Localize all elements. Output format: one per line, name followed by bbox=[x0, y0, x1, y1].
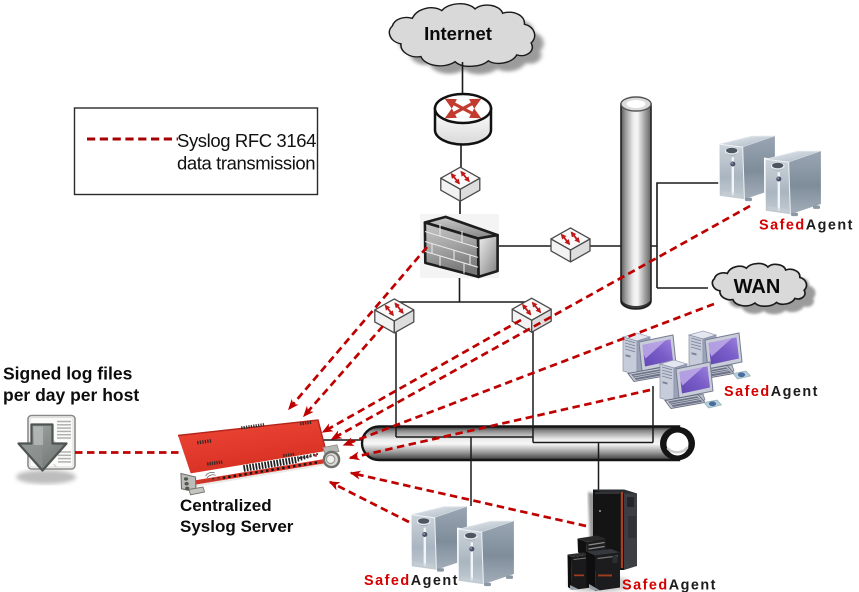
svg-text:Syslog RFC 3164: Syslog RFC 3164 bbox=[177, 130, 316, 151]
svg-text:SafedAgent: SafedAgent bbox=[364, 573, 459, 589]
svg-text:Centralized: Centralized bbox=[180, 496, 272, 515]
svg-text:SafedAgent: SafedAgent bbox=[622, 578, 717, 592]
svg-text:Internet: Internet bbox=[424, 23, 492, 44]
svg-text:per day per host: per day per host bbox=[3, 385, 139, 405]
svg-text:data transmission: data transmission bbox=[177, 153, 315, 174]
svg-text:SafedAgent: SafedAgent bbox=[759, 218, 854, 234]
svg-text:Syslog Server: Syslog Server bbox=[180, 517, 294, 536]
svg-text:SafedAgent: SafedAgent bbox=[724, 384, 819, 400]
svg-text:Signed log files: Signed log files bbox=[3, 364, 133, 384]
svg-text:WAN: WAN bbox=[734, 276, 781, 298]
